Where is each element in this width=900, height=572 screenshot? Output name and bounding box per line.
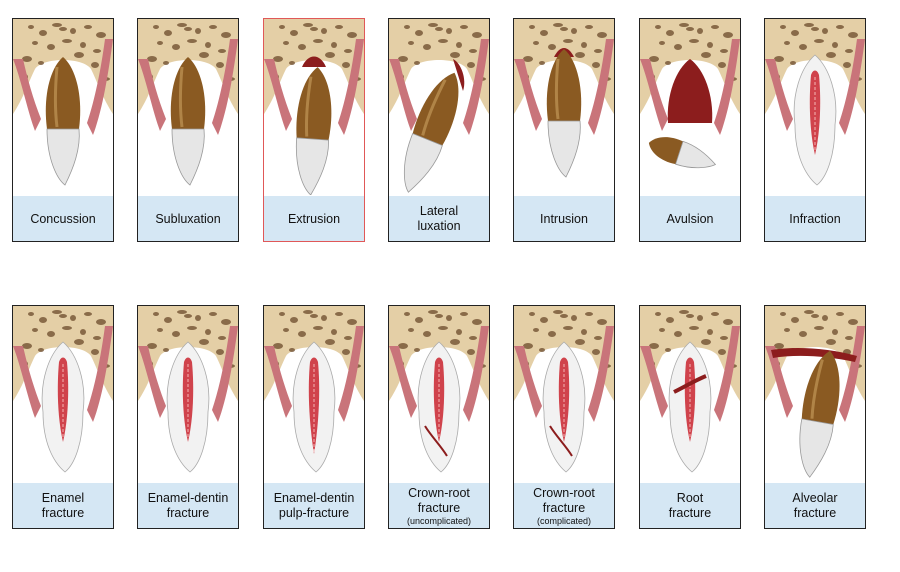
injury-label-sub: (uncomplicated) <box>406 515 472 526</box>
injury-card-concussion[interactable]: Concussion <box>12 18 114 242</box>
injury-label-line: fracture <box>793 506 837 520</box>
tooth-illustration-intrusion <box>514 19 614 195</box>
injury-label-line: Intrusion <box>540 211 588 226</box>
tooth-illustration-crown-root-fracture-complicated <box>514 306 614 482</box>
injury-card-subluxation[interactable]: Subluxation <box>137 18 239 242</box>
injury-label-line: Enamel <box>41 491 85 505</box>
injury-label: Infraction <box>765 196 865 241</box>
injury-label: Intrusion <box>514 196 614 241</box>
injury-label: Avulsion <box>640 196 740 241</box>
injury-label-line: Crown-root <box>408 485 470 500</box>
tooth-illustration-subluxation <box>138 19 238 195</box>
injury-label-line: Crown-root <box>533 485 595 500</box>
injury-label: Concussion <box>13 196 113 241</box>
injury-card-extrusion[interactable]: Extrusion <box>263 18 365 242</box>
injury-label-line: fracture <box>417 500 461 515</box>
injury-label-line: luxation <box>417 219 461 233</box>
injury-label-line: Infraction <box>789 211 841 226</box>
tooth-illustration-extrusion <box>264 19 364 195</box>
injury-label-sub: (complicated) <box>536 515 592 526</box>
tooth-illustration-root-fracture <box>640 306 740 482</box>
injury-label-line: Root <box>676 491 704 505</box>
tooth-illustration-enamel-dentin-pulp-fracture <box>264 306 364 482</box>
injury-label-line: fracture <box>166 506 210 520</box>
injury-label-line: pulp-fracture <box>278 506 350 520</box>
injury-label-line: Avulsion <box>666 211 714 226</box>
injury-label: Subluxation <box>138 196 238 241</box>
injury-label-line: Subluxation <box>155 211 221 226</box>
tooth-illustration-avulsion <box>640 19 740 195</box>
tooth-illustration-alveolar-fracture <box>765 306 865 482</box>
injury-label-line: fracture <box>542 500 586 515</box>
injury-label: Extrusion <box>264 196 364 241</box>
tooth-illustration-infraction <box>765 19 865 195</box>
injury-label-line: fracture <box>41 506 85 520</box>
injury-label-line: Concussion <box>30 211 96 226</box>
tooth-illustration-enamel-dentin-fracture <box>138 306 238 482</box>
injury-label-line: Lateral <box>419 204 459 218</box>
injury-card-intrusion[interactable]: Intrusion <box>513 18 615 242</box>
injury-label-line: Enamel-dentin <box>273 491 355 505</box>
injury-label-line: fracture <box>668 506 712 520</box>
tooth-illustration-concussion <box>13 19 113 195</box>
tooth-illustration-lateral-luxation <box>389 19 489 195</box>
injury-card-avulsion[interactable]: Avulsion <box>639 18 741 242</box>
tooth-illustration-enamel-fracture <box>13 306 113 482</box>
injury-label-line: Extrusion <box>287 211 341 226</box>
injury-label-line: Enamel-dentin <box>147 491 229 505</box>
injury-label-line: Alveolar <box>792 491 838 505</box>
tooth-illustration-crown-root-fracture-uncomplicated <box>389 306 489 482</box>
injury-card-infraction[interactable]: Infraction <box>764 18 866 242</box>
